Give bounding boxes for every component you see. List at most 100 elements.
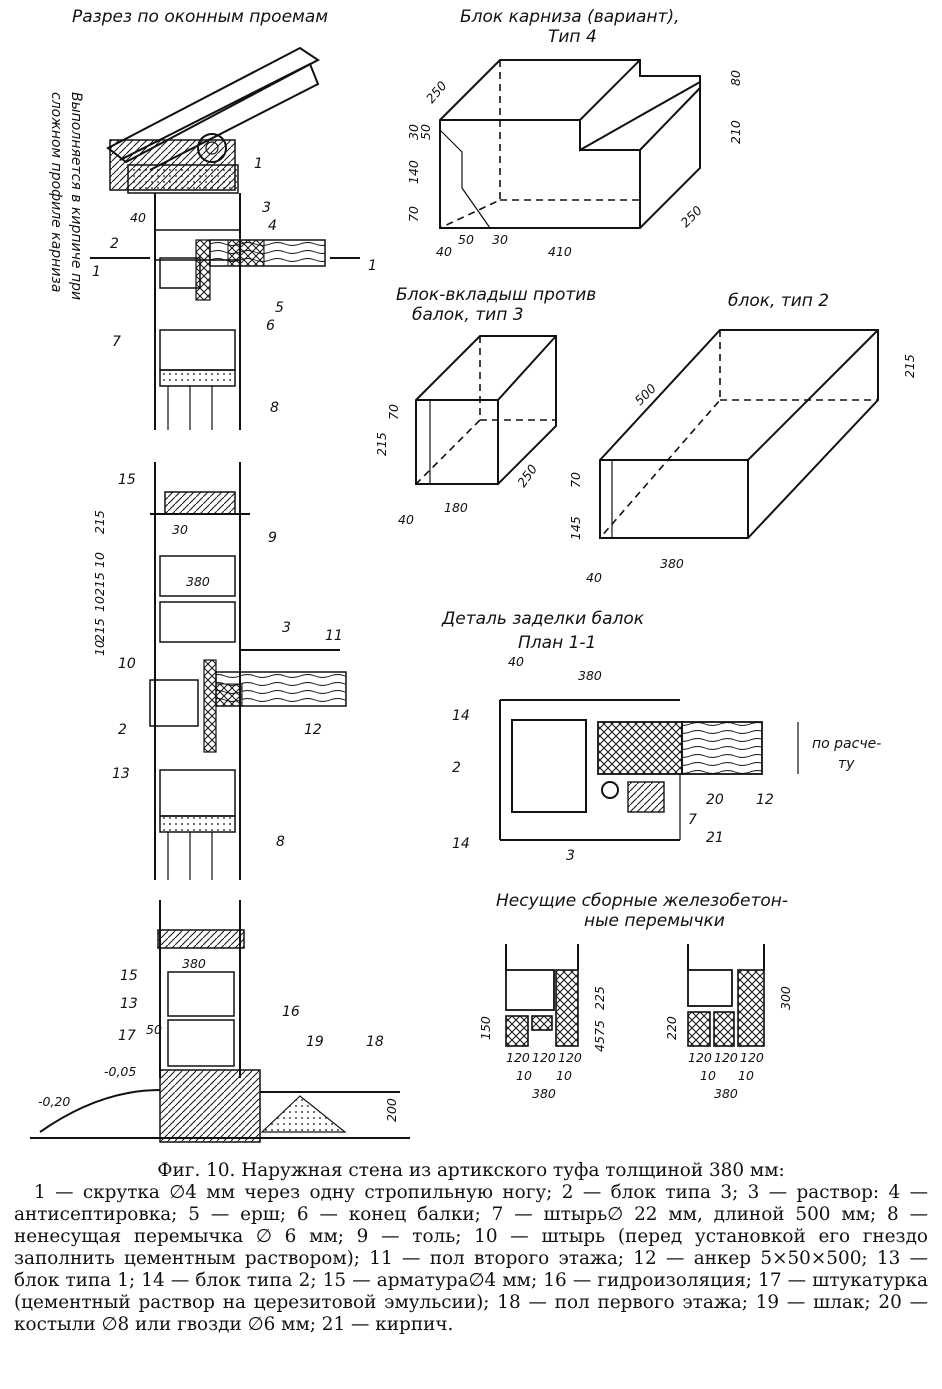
dim-upper-40: 40 — [130, 210, 146, 225]
mid-label-12: 12 — [304, 722, 322, 738]
cornice-title-1: Блок карниза (вариант), — [460, 7, 679, 27]
dim-cornice-80: 80 — [728, 70, 743, 86]
mid-label-15: 15 — [118, 472, 136, 488]
mid-label-11: 11 — [325, 628, 343, 644]
lintels-section: Несущие сборные железобетон- ные перемыч… — [478, 891, 793, 1101]
plan-label-2: 2 — [452, 760, 461, 776]
insert-title-1: Блок-вкладыш против — [396, 285, 596, 305]
dim-mid-215b: 215 — [92, 572, 107, 596]
mid-label-8: 8 — [276, 834, 285, 850]
plan-label-20: 20 — [706, 792, 724, 808]
beam-detail-title: Деталь заделки балок — [441, 609, 645, 629]
dim-mid-10a: 10 — [92, 552, 107, 568]
dim-lintelB-120a: 120 — [688, 1050, 712, 1065]
mid-label-10: 10 — [118, 656, 136, 672]
dim-type2-215: 215 — [902, 354, 917, 378]
mid-label-13: 13 — [112, 766, 130, 782]
low-label-17: 17 — [118, 1028, 136, 1044]
lintels-title-2: ные перемычки — [584, 911, 725, 931]
dim-type2-500: 500 — [632, 381, 660, 409]
dim-mid-215c: 215 — [92, 618, 107, 642]
dim-mid-10c: 10 — [92, 640, 107, 656]
insert-block-type3: Блок-вкладыш против балок, тип 3 70 215 … — [374, 285, 596, 527]
upper-label-8: 8 — [270, 400, 279, 416]
low-label-16: 16 — [282, 1004, 300, 1020]
dim-cornice-40: 40 — [436, 244, 452, 259]
side-note-line2: сложном профиле карниза — [48, 92, 64, 292]
plan-label-12: 12 — [756, 792, 774, 808]
upper-label-4: 4 — [268, 218, 277, 234]
dim-lintelA-120b: 120 — [532, 1050, 556, 1065]
block-type2: блок, тип 2 500 215 70 145 40 380 — [568, 291, 917, 585]
plan-label-3: 3 — [566, 848, 575, 864]
side-note-line1: Выполняется в кирпиче при — [68, 92, 84, 300]
dim-cornice-210: 210 — [728, 120, 743, 144]
dim-lintelB-10b: 10 — [738, 1068, 754, 1083]
caption-title: Фиг. 10. Наружная стена из артикского ту… — [157, 1160, 785, 1181]
upper-label-2: 2 — [110, 236, 119, 252]
low-label-18: 18 — [366, 1034, 384, 1050]
dim-lintelA-120a: 120 — [506, 1050, 530, 1065]
dim-low-minus020: -0,20 — [38, 1094, 70, 1109]
dim-plan-380: 380 — [578, 668, 602, 683]
upper-label-6: 6 — [266, 318, 275, 334]
dim-lintelA-10b: 10 — [556, 1068, 572, 1083]
upper-label-1: 1 — [254, 156, 263, 172]
dim-low-200: 200 — [384, 1098, 399, 1122]
dim-lintelA-75: 75 — [592, 1020, 607, 1036]
low-label-19: 19 — [306, 1034, 324, 1050]
dim-lintelA-225: 225 — [592, 986, 607, 1010]
upper-wall — [90, 193, 360, 430]
caption-body: 1 — скрутка ∅4 мм через одну стропильную… — [14, 1182, 928, 1335]
dim-lintelA-380: 380 — [532, 1086, 556, 1101]
dim-lintelB-120b: 120 — [714, 1050, 738, 1065]
lintels-title-1: Несущие сборные железобетон- — [496, 891, 788, 911]
dim-mid-30: 30 — [172, 522, 188, 537]
dim-plan-calc1: по расче- — [812, 736, 881, 752]
dim-lintelB-10a: 10 — [700, 1068, 716, 1083]
dim-type2-70: 70 — [568, 472, 583, 488]
mid-label-9: 9 — [268, 530, 277, 546]
insert-title-2: балок, тип 3 — [412, 305, 524, 325]
dim-cornice-140: 140 — [406, 160, 421, 184]
dim-mid-215a: 215 — [92, 510, 107, 534]
plan-label-14a: 14 — [452, 708, 470, 724]
figure-caption: Фиг. 10. Наружная стена из артикского ту… — [14, 1160, 928, 1336]
plan-label-21: 21 — [706, 830, 724, 846]
dim-low-50: 50 — [146, 1022, 162, 1037]
cut-mark-right: 1 — [368, 258, 377, 274]
dim-lintelA-150: 150 — [478, 1016, 493, 1040]
upper-label-3: 3 — [262, 200, 271, 216]
lower-wall — [30, 900, 410, 1143]
dim-lintelA-10a: 10 — [516, 1068, 532, 1083]
dim-lintelB-120c: 120 — [740, 1050, 764, 1065]
drawing-sheet: Разрез по оконным проемам Выполняется в … — [30, 7, 917, 1143]
upper-label-5: 5 — [275, 300, 284, 316]
plan-title: План 1-1 — [518, 633, 596, 653]
dim-cornice-50: 50 — [418, 124, 433, 140]
dim-insert-70: 70 — [386, 404, 401, 420]
dim-low-380: 380 — [182, 956, 206, 971]
dim-lintelB-300: 300 — [778, 986, 793, 1010]
dim-insert-180: 180 — [444, 500, 468, 515]
cornice-title-2: Тип 4 — [548, 27, 597, 47]
upper-label-7: 7 — [112, 334, 121, 350]
wall-section: Разрез по оконным проемам Выполняется в … — [30, 7, 410, 1143]
section-title: Разрез по оконным проемам — [72, 7, 328, 27]
dim-plan-calc2: ту — [838, 756, 855, 772]
cornice-block-type4: Блок карниза (вариант), Тип 4 250 80 210… — [406, 7, 743, 259]
dim-cornice-70: 70 — [406, 206, 421, 222]
dim-insert-40: 40 — [398, 512, 414, 527]
dim-mid-10b: 10 — [92, 596, 107, 612]
dim-lintelA-120c: 120 — [558, 1050, 582, 1065]
dim-type2-145: 145 — [568, 516, 583, 540]
dim-cornice-410: 410 — [548, 244, 572, 259]
dim-cornice-50b: 50 — [458, 232, 474, 247]
mid-label-2: 2 — [118, 722, 127, 738]
low-label-13: 13 — [120, 996, 138, 1012]
dim-cornice-30b: 30 — [492, 232, 508, 247]
plan-label-14b: 14 — [452, 836, 470, 852]
middle-wall — [149, 462, 347, 880]
dim-type2-40: 40 — [586, 570, 602, 585]
dim-mid-380: 380 — [186, 574, 210, 589]
